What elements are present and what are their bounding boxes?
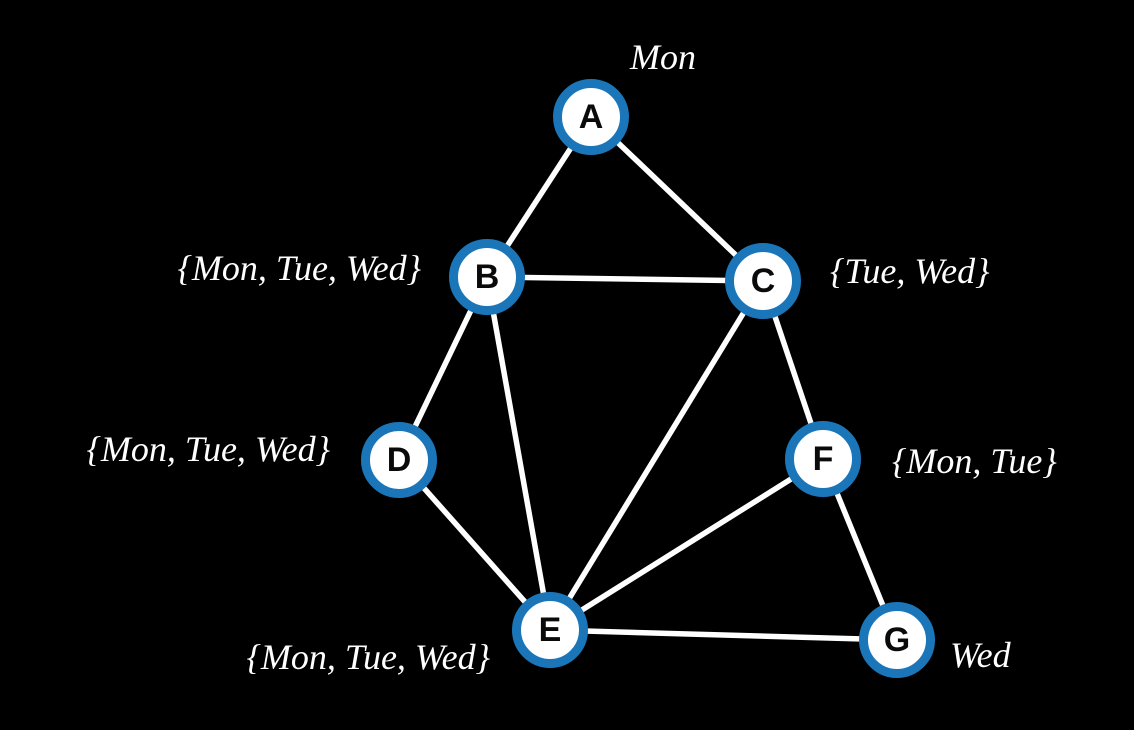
node-B <box>449 239 525 315</box>
node-letter-F: F <box>813 440 834 478</box>
edge-E-F <box>547 456 826 633</box>
node-A <box>553 79 629 155</box>
domain-label-E: {Mon, Tue, Wed} <box>247 637 491 677</box>
node-letter-A: A <box>579 98 604 136</box>
node-E <box>512 592 588 668</box>
node-C <box>725 243 801 319</box>
edge-B-C <box>484 274 766 284</box>
domain-label-A: Mon <box>629 37 696 77</box>
node-letter-G: G <box>884 621 910 659</box>
node-F <box>785 421 861 497</box>
domain-label-C: {Tue, Wed} <box>830 251 990 291</box>
node-letter-E: E <box>539 611 562 649</box>
node-letter-B: B <box>475 258 500 296</box>
edge-B-E <box>484 274 553 633</box>
edge-A-C <box>588 114 766 284</box>
domain-label-G: Wed <box>950 635 1012 675</box>
node-letter-C: C <box>751 262 776 300</box>
domain-label-B: {Mon, Tue, Wed} <box>178 248 422 288</box>
domain-label-D: {Mon, Tue, Wed} <box>87 429 331 469</box>
domain-label-F: {Mon, Tue} <box>892 441 1057 481</box>
node-G <box>859 602 935 678</box>
node-D <box>361 422 437 498</box>
edge-C-E <box>547 278 766 633</box>
node-letter-D: D <box>387 441 412 479</box>
edge-E-G <box>547 627 900 643</box>
